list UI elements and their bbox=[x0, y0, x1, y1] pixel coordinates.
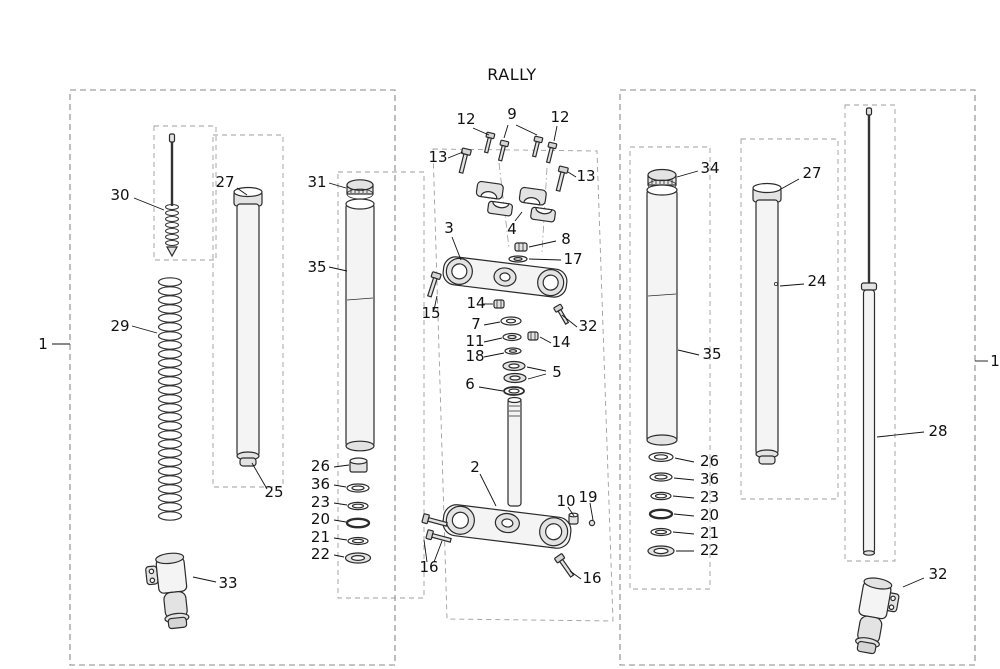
callout-35-right: 35 bbox=[702, 345, 721, 363]
inner-fork-tube-right bbox=[752, 182, 782, 465]
callout-11: 11 bbox=[465, 332, 484, 350]
top-triple-clamp bbox=[442, 256, 568, 298]
callout-13-left: 13 bbox=[428, 148, 447, 166]
callout-15: 15 bbox=[421, 304, 440, 322]
washer-17 bbox=[508, 255, 528, 263]
bolt-9-a bbox=[495, 139, 510, 162]
bolt-16-right bbox=[553, 552, 577, 580]
callout-32-center: 32 bbox=[578, 317, 597, 335]
callout-23-left: 23 bbox=[311, 493, 330, 511]
left-fork-assembly bbox=[145, 133, 375, 630]
callout-16-right: 16 bbox=[582, 569, 601, 587]
handlebar-clamp-upper-left bbox=[475, 180, 504, 200]
callout-20-left: 20 bbox=[311, 510, 330, 528]
callout-20-right: 20 bbox=[700, 506, 719, 524]
callout-29: 29 bbox=[110, 317, 129, 335]
bolt-15 bbox=[424, 271, 442, 299]
callout-36-right: 36 bbox=[700, 470, 719, 488]
callout-3: 3 bbox=[444, 219, 454, 237]
fork-spring bbox=[157, 277, 183, 521]
callout-34: 34 bbox=[700, 159, 719, 177]
callout-35-left: 35 bbox=[307, 258, 326, 276]
outer-fork-tube-right bbox=[646, 184, 678, 446]
handlebar-clamp-lower-right bbox=[530, 206, 556, 223]
callout-19: 19 bbox=[578, 488, 597, 506]
callout-25: 25 bbox=[264, 483, 283, 501]
bottom-triple-clamp bbox=[442, 504, 572, 549]
callout-28: 28 bbox=[928, 422, 947, 440]
callout-12-right: 12 bbox=[550, 108, 569, 126]
bolt-12-right bbox=[543, 141, 558, 164]
callout-16-left: 16 bbox=[419, 558, 438, 576]
callout-1-left: 1 bbox=[38, 335, 48, 353]
callout-30: 30 bbox=[110, 186, 129, 204]
callout-36-left: 36 bbox=[311, 475, 330, 493]
axle-bracket-right bbox=[855, 577, 900, 655]
inner-fork-tube-left bbox=[233, 186, 263, 467]
steering-stem-nut bbox=[514, 242, 528, 252]
bolt-13-left bbox=[456, 147, 472, 175]
callout-5: 5 bbox=[552, 363, 562, 381]
bolt-13-right bbox=[553, 165, 569, 193]
callout-24: 24 bbox=[807, 272, 826, 290]
callout-13-right: 13 bbox=[576, 167, 595, 185]
callout-21-left: 21 bbox=[311, 528, 330, 546]
callout-32-right: 32 bbox=[928, 565, 947, 583]
callout-14-upper: 14 bbox=[466, 294, 485, 312]
callout-7: 7 bbox=[471, 315, 481, 333]
frame-boundaries bbox=[69, 89, 976, 666]
handlebar-clamp-upper-right bbox=[518, 186, 547, 206]
callout-4: 4 bbox=[507, 220, 517, 238]
callout-12-left: 12 bbox=[456, 110, 475, 128]
bushing-seal-stack-right bbox=[647, 452, 675, 557]
callout-27-left: 27 bbox=[215, 173, 234, 191]
callout-33: 33 bbox=[218, 574, 237, 592]
callout-23-right: 23 bbox=[700, 488, 719, 506]
callout-10: 10 bbox=[556, 492, 575, 510]
steering-assembly bbox=[421, 131, 596, 580]
steering-stem bbox=[507, 396, 522, 507]
callout-26-left: 26 bbox=[311, 457, 330, 475]
callout-17: 17 bbox=[563, 250, 582, 268]
callout-27-right: 27 bbox=[802, 164, 821, 182]
axle-bracket-left bbox=[145, 552, 190, 630]
diagram-title: RALLY bbox=[487, 65, 536, 84]
callout-22-right: 22 bbox=[700, 541, 719, 559]
fork-top-cap-left bbox=[346, 179, 374, 200]
stem-washer-stack bbox=[493, 299, 539, 396]
leader-lines bbox=[52, 124, 988, 588]
pin-19 bbox=[588, 519, 596, 527]
bushing-seal-stack-left bbox=[344, 457, 372, 564]
callout-2: 2 bbox=[470, 458, 480, 476]
callout-21-right: 21 bbox=[700, 524, 719, 542]
bolt-32-center bbox=[552, 303, 572, 326]
bolt-9-b bbox=[529, 135, 544, 158]
handlebar-clamp-lower-left bbox=[487, 200, 513, 217]
callout-1-right: 1 bbox=[990, 352, 1000, 370]
rebound-damper-rod bbox=[165, 133, 179, 258]
callout-18: 18 bbox=[465, 347, 484, 365]
cartridge-damper-assembly bbox=[860, 107, 878, 556]
right-fork-assembly bbox=[646, 107, 900, 655]
callout-9: 9 bbox=[507, 105, 517, 123]
callout-14-lower: 14 bbox=[551, 333, 570, 351]
outer-fork-tube-left bbox=[345, 198, 375, 452]
callout-6: 6 bbox=[465, 375, 475, 393]
callout-31: 31 bbox=[307, 173, 326, 191]
callout-22-left: 22 bbox=[311, 545, 330, 563]
callout-8: 8 bbox=[561, 230, 571, 248]
callout-26-right: 26 bbox=[700, 452, 719, 470]
